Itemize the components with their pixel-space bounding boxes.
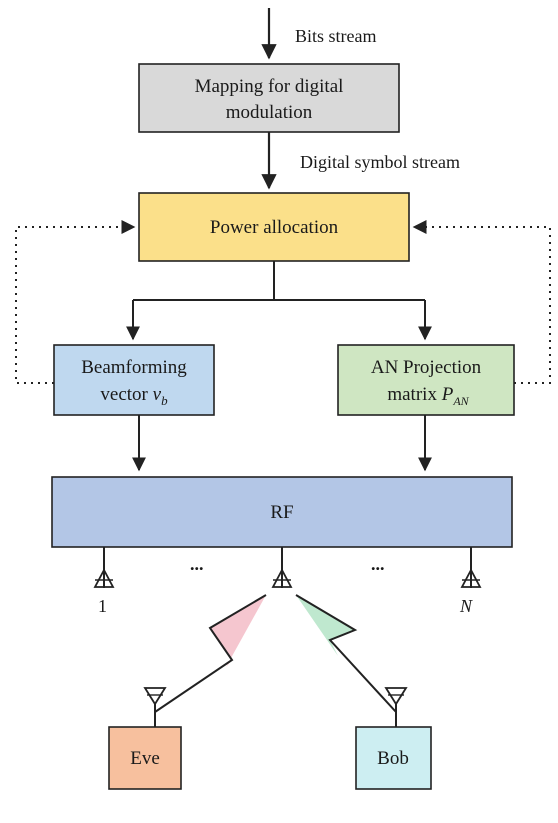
antenna-label-first: 1 xyxy=(98,596,107,616)
bob-label: Bob xyxy=(377,748,409,769)
beamforming-symbol: v xyxy=(153,384,162,405)
bob-block xyxy=(355,726,432,790)
symbol-stream-label: Digital symbol stream xyxy=(300,152,460,172)
tx-antenna-center xyxy=(271,547,293,588)
bits-stream-label: Bits stream xyxy=(295,26,377,46)
an-subscript: AN xyxy=(452,394,469,408)
power-allocation-label: Power allocation xyxy=(210,217,339,238)
beam-feedback-loop xyxy=(15,220,136,384)
bob-wireless-link xyxy=(295,594,397,713)
tx-antenna-1 xyxy=(93,547,115,588)
tx-antenna-n xyxy=(460,547,482,588)
eve-block xyxy=(108,726,182,790)
rf-label: RF xyxy=(270,502,293,523)
an-matrix-word: matrix xyxy=(387,384,441,405)
an-projection-label-line2: matrix PAN xyxy=(387,384,469,408)
an-feedback-loop xyxy=(412,220,551,384)
eve-wireless-link xyxy=(154,594,267,713)
eve-antenna xyxy=(143,687,167,727)
beamforming-label-line2: vector vb xyxy=(100,384,168,408)
an-symbol: P xyxy=(441,384,454,405)
antenna-label-last: N xyxy=(459,596,473,616)
bob-antenna xyxy=(384,687,408,727)
antenna-ellipsis-right: ... xyxy=(371,554,385,574)
beamforming-subscript: b xyxy=(161,393,168,408)
beamforming-block xyxy=(53,344,215,416)
rf-block xyxy=(51,476,513,548)
an-projection-block xyxy=(337,344,515,416)
mapping-label-line2: modulation xyxy=(226,102,313,123)
beamforming-label-line1: Beamforming xyxy=(81,357,187,378)
beamforming-vector-word: vector xyxy=(100,384,152,405)
eve-label: Eve xyxy=(130,748,160,769)
mapping-label-line1: Mapping for digital xyxy=(195,76,344,97)
power-allocation-block xyxy=(138,192,410,262)
an-projection-label-line1: AN Projection xyxy=(371,357,482,378)
antenna-ellipsis-left: ... xyxy=(190,554,204,574)
